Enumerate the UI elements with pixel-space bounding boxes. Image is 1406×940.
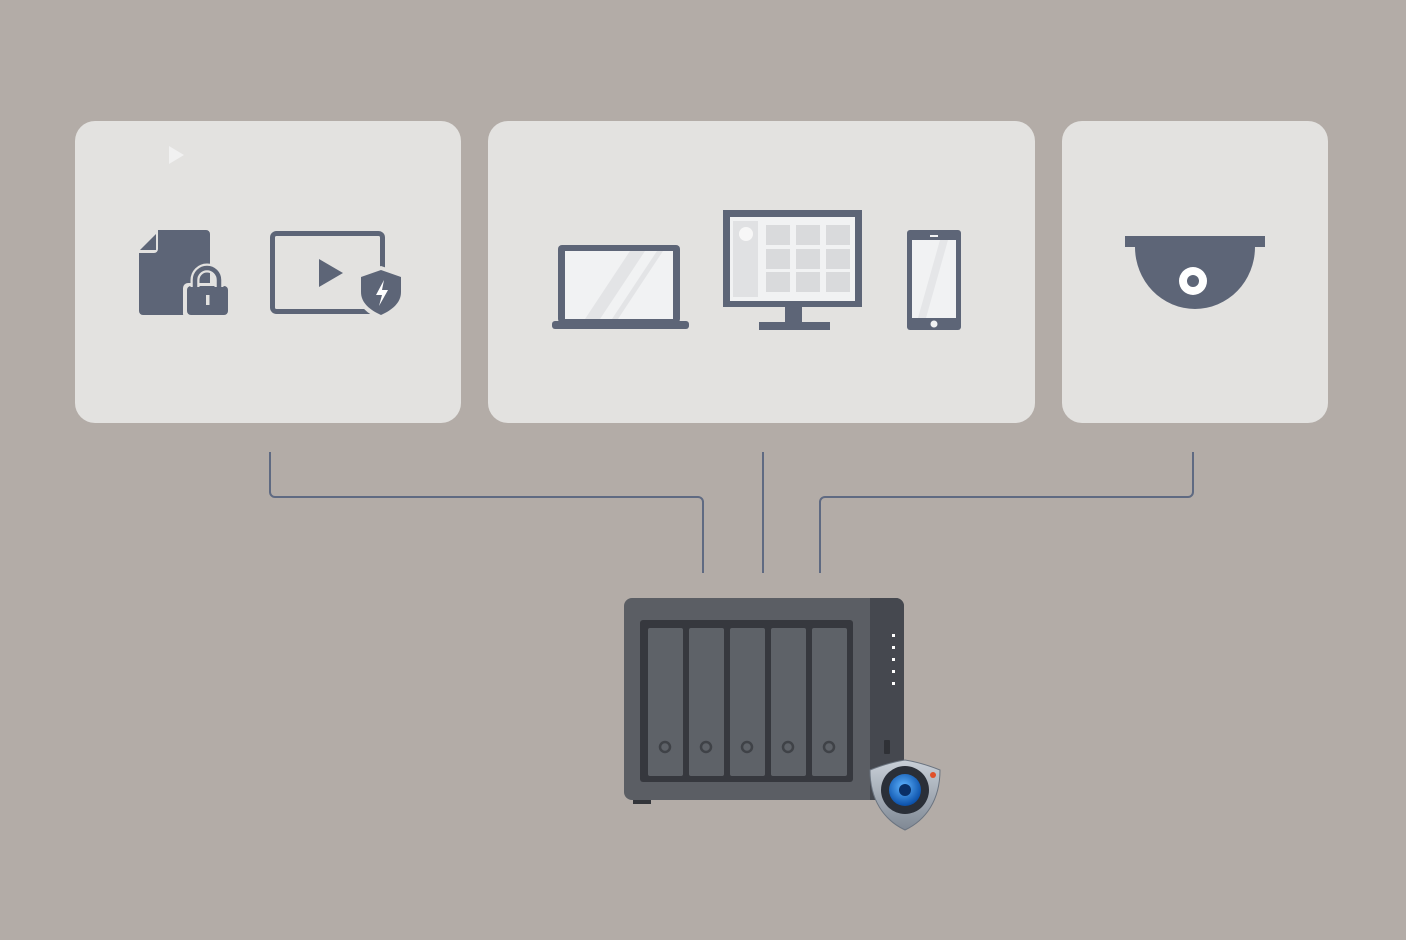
drive-bay-1 <box>648 628 683 776</box>
card-data-protection <box>75 121 461 423</box>
desktop-monitor-icon <box>723 210 862 330</box>
usb-port <box>884 740 890 754</box>
drive-bay-2 <box>689 628 724 776</box>
smartphone-icon <box>907 230 961 330</box>
surveillance-station-icon <box>869 759 941 831</box>
dome-camera-icon <box>1125 236 1265 309</box>
laptop-icon <box>552 245 689 329</box>
drive-bay-5 <box>812 628 847 776</box>
drive-bay-3 <box>730 628 765 776</box>
status-leds <box>892 634 895 685</box>
connector-lines <box>269 452 1194 573</box>
nas-device <box>624 598 904 804</box>
connector-left <box>269 452 704 573</box>
protected-video-icon <box>270 231 405 320</box>
connector-right <box>819 452 1194 573</box>
faint-play-icon <box>169 146 184 164</box>
drive-bay-4 <box>771 628 806 776</box>
locked-file-icon <box>139 230 231 319</box>
